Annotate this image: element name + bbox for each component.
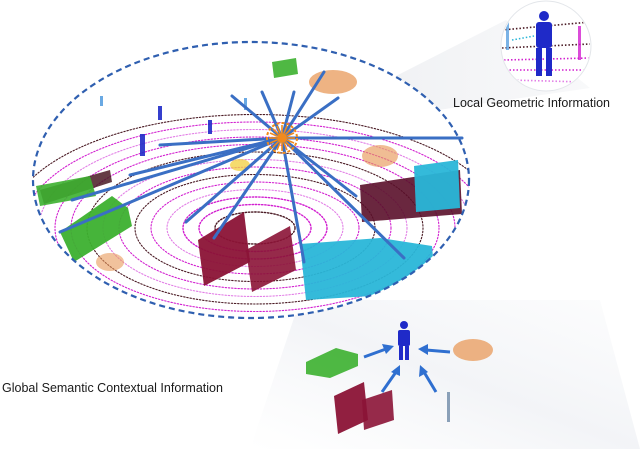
context-link-line [280, 70, 326, 140]
starburst-ray [283, 125, 288, 134]
local-geometric-label: Local Geometric Information [453, 96, 611, 110]
context-link-line [158, 136, 284, 147]
context-link-line [280, 96, 340, 140]
starburst-ray [272, 140, 280, 148]
starburst-ray [272, 128, 280, 136]
starburst-ray [269, 132, 278, 137]
scene-ellipse-frame [31, 40, 471, 320]
context-link-line [70, 136, 284, 202]
blue-arrow-icon [363, 344, 451, 393]
scan-ring [38, 128, 469, 318]
person-points [100, 96, 247, 156]
global-context-panel [306, 321, 493, 434]
context-pole-icon [447, 392, 450, 422]
starburst-ray [269, 139, 278, 144]
starburst-ray [276, 125, 281, 134]
context-link-line [212, 136, 284, 240]
scan-ring [33, 121, 469, 318]
context-link-line [280, 90, 296, 140]
context-link-line [58, 136, 284, 234]
starburst-ray [283, 142, 288, 151]
lidar-scene [33, 42, 469, 318]
starburst-ray [284, 140, 292, 148]
context-link-line [184, 136, 284, 224]
context-link-line [280, 136, 306, 264]
context-link-line [230, 94, 284, 140]
context-tree-icon [453, 339, 493, 361]
starburst-ray [284, 128, 292, 136]
scan-ring [214, 211, 296, 245]
global-callout-beam [250, 300, 640, 449]
context-link-line [280, 136, 358, 198]
starburst-ray [286, 132, 295, 137]
global-semantic-label: Global Semantic Contextual Information [2, 381, 223, 395]
context-link-line [280, 136, 406, 260]
starburst-ray [286, 139, 295, 144]
starburst-ray [276, 142, 281, 151]
context-links [58, 70, 464, 264]
context-vehicle-icon [306, 348, 358, 378]
context-person-icon [398, 321, 410, 360]
local-geometry-inset [500, 0, 592, 92]
context-building-icon [334, 382, 394, 434]
orange-starburst-icon [266, 122, 298, 154]
person-points-detail [536, 11, 552, 76]
